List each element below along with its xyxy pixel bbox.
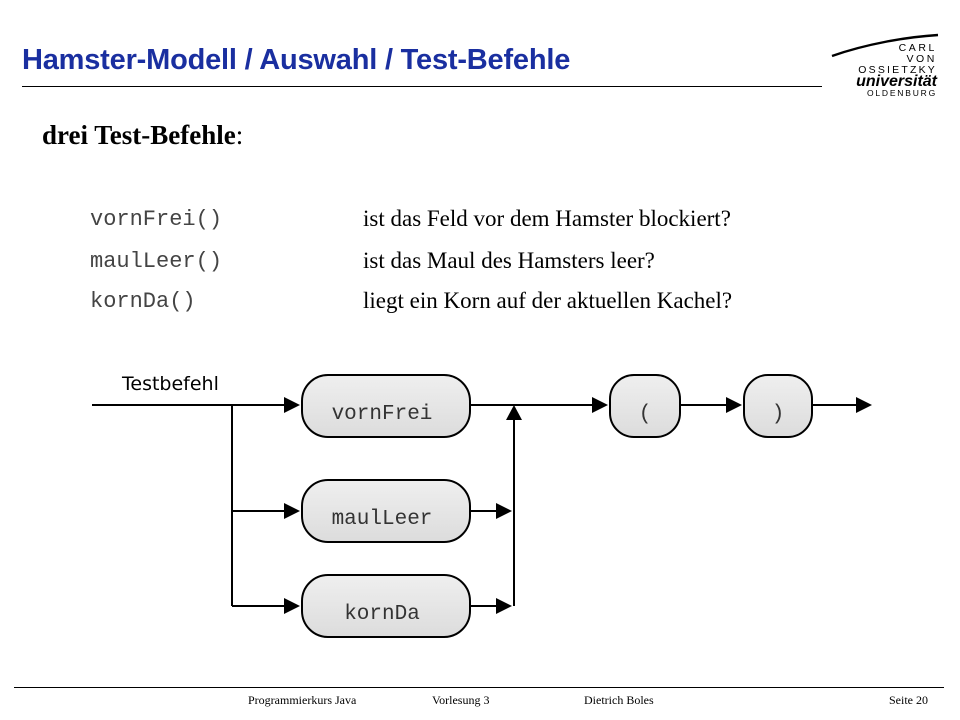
section-heading-text: drei Test-Befehle — [42, 120, 236, 150]
logo-line-von: VON — [906, 53, 937, 65]
command-row-kornda: kornDa() liegt ein Korn auf der aktuelle… — [90, 288, 850, 325]
logo-swoosh — [831, 33, 939, 58]
command-description: ist das Maul des Hamsters leer? — [363, 248, 655, 273]
footer-author: Dietrich Boles — [584, 693, 654, 707]
arrow-right-icon — [726, 397, 742, 413]
arrow-up-icon — [506, 405, 522, 420]
node-close-paren — [743, 374, 813, 438]
university-logo: CARL VON OSSIETZKY universität OLDENBURG — [831, 33, 939, 98]
node-label-open-paren: ( — [639, 403, 652, 426]
command-row-maulleer: maulLeer() ist das Maul des Hamsters lee… — [90, 248, 850, 285]
command-row-vornfrei: vornFrei() ist das Feld vor dem Hamster … — [90, 206, 850, 243]
arrow-right-icon — [496, 503, 512, 519]
diagram-arrows — [284, 397, 872, 614]
footer-page-number: Seite 20 — [889, 693, 928, 707]
node-kornda — [301, 574, 471, 638]
command-code: kornDa() — [90, 289, 196, 314]
section-heading: drei Test-Befehle: — [42, 120, 243, 151]
node-label-maulleer: maulLeer — [332, 508, 433, 531]
logo-line-oldenburg: OLDENBURG — [867, 88, 937, 98]
node-maulleer — [301, 479, 471, 543]
command-code: vornFrei() — [90, 207, 223, 232]
node-label-close-paren: ) — [772, 403, 785, 426]
node-label-vornfrei: vornFrei — [332, 403, 433, 426]
logo-line-ossietzky: OSSIETZKY — [858, 64, 937, 76]
diagram-lines — [92, 404, 858, 607]
arrow-right-icon — [284, 397, 300, 413]
logo-line-universitaet: universität — [856, 73, 938, 90]
command-description: ist das Feld vor dem Hamster blockiert? — [363, 206, 731, 231]
title-divider — [22, 86, 822, 87]
node-open-paren — [609, 374, 681, 438]
node-label-kornda: kornDa — [344, 603, 420, 626]
footer-course: Programmierkurs Java — [248, 693, 357, 707]
arrow-right-icon — [496, 598, 512, 614]
arrow-right-icon — [284, 598, 300, 614]
logo-line-carl: CARL — [899, 42, 937, 54]
slide-title: Hamster-Modell / Auswahl / Test-Befehle — [22, 44, 571, 76]
arrow-right-icon — [284, 503, 300, 519]
footer-lecture: Vorlesung 3 — [432, 693, 490, 707]
command-description: liegt ein Korn auf der aktuellen Kachel? — [363, 288, 733, 313]
arrow-right-icon — [856, 397, 872, 413]
arrow-right-icon — [592, 397, 608, 413]
section-heading-colon: : — [235, 120, 244, 150]
diagram-label: Testbefehl — [121, 373, 219, 395]
footer-divider — [14, 687, 944, 688]
command-code: maulLeer() — [90, 249, 223, 274]
node-vornfrei — [301, 374, 471, 438]
diagram-nodes — [301, 374, 813, 638]
